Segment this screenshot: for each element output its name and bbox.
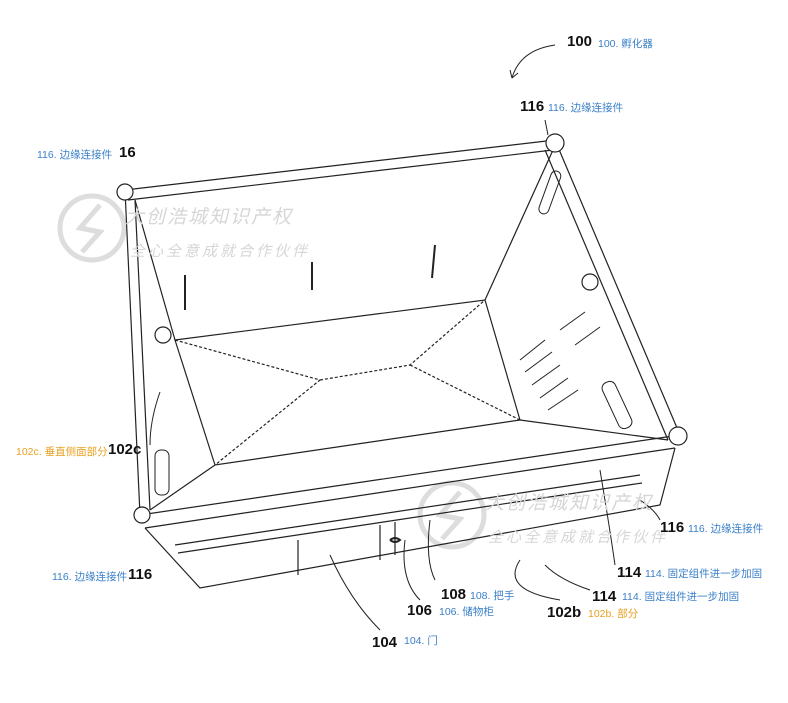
watermark-line1: 大创浩城知识产权	[125, 206, 294, 228]
ref-116-right-label: 116. 边缘连接件	[688, 523, 764, 535]
ref-100-num: 100	[567, 33, 593, 50]
watermark-line2: 全心全意成就合作伙伴	[130, 242, 311, 260]
ref-116-top-right-num: 116	[520, 98, 545, 115]
ref-114-b-num: 114	[592, 588, 617, 605]
ref-102c-num: 102c	[108, 441, 142, 458]
ref-104-label: 104. 门	[404, 635, 438, 647]
left-rim	[124, 189, 141, 516]
ref-116-top-right-label: 116. 边缘连接件	[548, 102, 624, 114]
watermark-line2-b: 全心全意成就合作伙伴	[488, 528, 669, 546]
ref-114-b-label: 114. 固定组件进一步加固	[622, 591, 740, 603]
ref-106-label: 106. 储物柜	[439, 606, 494, 618]
ref-116-top-left-label: 116. 边缘连接件	[37, 149, 113, 161]
front-rim	[139, 434, 681, 516]
ref-104-num: 104	[372, 634, 398, 651]
corner-connector	[116, 183, 134, 201]
ref-116-bottom-left-num: 116	[128, 566, 153, 583]
ref-114-a-num: 114	[617, 564, 642, 581]
ref-116-bottom-left-label: 116. 边缘连接件	[52, 571, 128, 583]
ref-102b-label: 102b. 部分	[588, 608, 639, 620]
ref-100-label: 100. 孵化器	[598, 38, 653, 50]
ref-102b-num: 102b	[547, 604, 582, 621]
ref-108-num: 108	[441, 586, 467, 603]
ref-116-top-left-num: 16	[119, 144, 136, 161]
back-rim	[124, 139, 556, 191]
watermark-line1-b: 大创浩城知识产权	[485, 492, 654, 514]
inner-floor	[174, 299, 521, 466]
front-panel	[144, 447, 676, 589]
ref-106-num: 106	[407, 602, 433, 619]
arrow-100	[511, 44, 556, 79]
ref-108-label: 108. 把手	[470, 590, 515, 602]
ref-114-a-label: 114. 固定组件进一步加固	[645, 568, 763, 580]
ref-102c-label: 102c. 垂直侧面部分	[16, 446, 108, 458]
right-rim	[554, 139, 681, 436]
ref-116-right-num: 116	[660, 519, 685, 536]
